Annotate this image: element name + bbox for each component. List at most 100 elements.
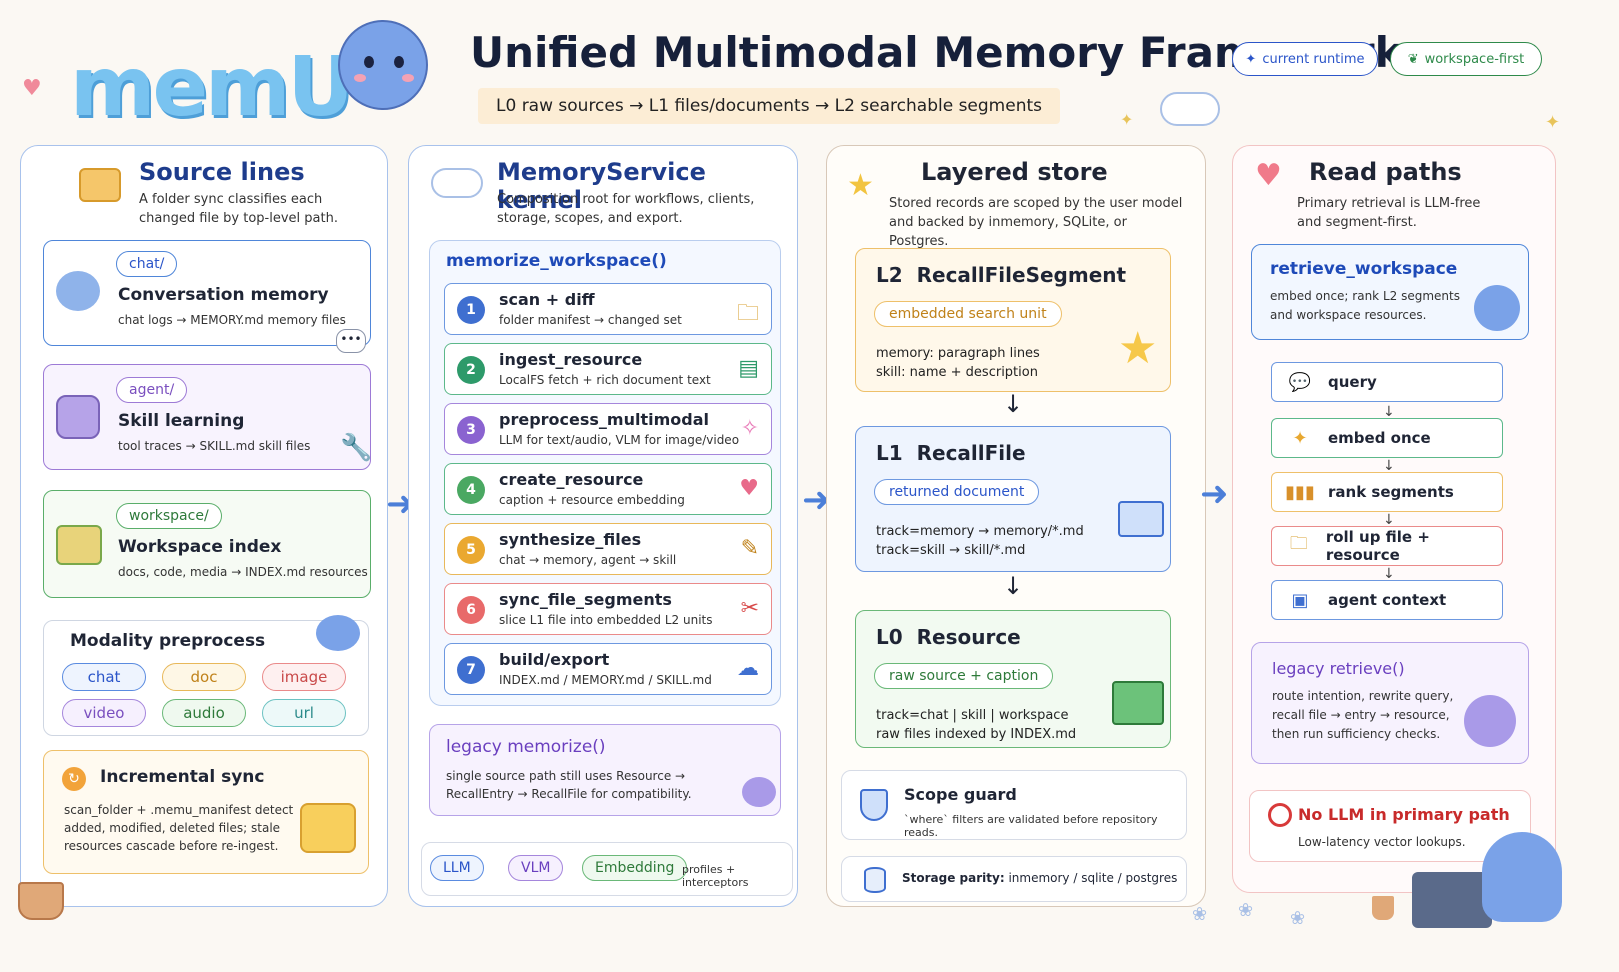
- folder-icon: [79, 168, 121, 202]
- step-name: build/export: [499, 650, 610, 669]
- read-step-embed: ✦ embed once: [1271, 418, 1503, 458]
- workflow-step-7: 7 build/export INDEX.md / MEMORY.md / SK…: [444, 643, 772, 695]
- leaf-icon: ❦: [1407, 51, 1419, 67]
- workflow-title: memorize_workspace(): [446, 251, 667, 271]
- legacy-retrieve-title: legacy retrieve(): [1272, 659, 1405, 678]
- cat-heart-icon: [1464, 695, 1516, 747]
- sparkle-icon: ✦: [1120, 110, 1134, 129]
- layer-l2: L2 RecallFileSegment embedded search uni…: [855, 248, 1171, 392]
- retrieve-desc: embed once; rank L2 segments and workspa…: [1270, 289, 1460, 322]
- source-card-title: Workspace index: [118, 537, 282, 557]
- step-desc: INDEX.md / MEMORY.md / SKILL.md: [499, 673, 712, 687]
- section-subtitle: A folder sync classifies each changed fi…: [139, 192, 338, 226]
- source-card-title: Conversation memory: [118, 285, 329, 305]
- read-step-rollup: 🗀 roll up file + resource: [1271, 526, 1503, 566]
- scissors-icon: ✂: [740, 596, 759, 621]
- paw-print-icon: ❀: [1238, 900, 1254, 921]
- page-subtitle: L0 raw sources → L1 files/documents → L2…: [478, 88, 1060, 124]
- layer-title: L1 RecallFile: [876, 441, 1026, 465]
- cat-magnifier-icon: [1474, 285, 1520, 331]
- sparkle-icon: ✦: [1245, 51, 1257, 67]
- source-card-chat: chat/ Conversation memory chat logs → ME…: [43, 240, 371, 353]
- laptop-icon: [1412, 872, 1492, 928]
- sparkle-icon: ✧: [740, 416, 759, 441]
- book-icon: [1118, 501, 1164, 537]
- down-arrow-icon: ↓: [1383, 404, 1395, 420]
- workflow-step-6: 6 sync_file_segments slice L1 file into …: [444, 583, 772, 635]
- logo: memU: [70, 40, 354, 135]
- source-tag: chat/: [116, 251, 178, 277]
- section-title: Source lines: [139, 158, 305, 186]
- read-paths-panel: ♥ Read paths Primary retrieval is LLM-fr…: [1232, 145, 1556, 893]
- down-arrow-icon: ↓: [1003, 572, 1024, 600]
- modality-chip-doc: doc: [162, 663, 246, 691]
- step-desc: slice L1 file into embedded L2 units: [499, 613, 713, 627]
- scope-guard-card: Scope guard `where` filters are validate…: [841, 770, 1187, 840]
- step-number: 3: [457, 416, 485, 444]
- workflow-step-1: 1 scan + diff folder manifest → changed …: [444, 283, 772, 335]
- modality-chip-image: image: [262, 663, 346, 691]
- robot-icon: ▣: [1291, 589, 1309, 611]
- cat-peek-icon: [316, 615, 360, 651]
- modality-chip-url: url: [262, 699, 346, 727]
- cat-mascot-icon: [1482, 832, 1562, 922]
- badge-current-runtime: ✦current runtime: [1232, 42, 1378, 76]
- step-number: 5: [457, 536, 485, 564]
- step-name: preprocess_multimodal: [499, 410, 709, 429]
- workflow-step-4: 4 create_resource caption + resource emb…: [444, 463, 772, 515]
- layer-desc: track=chat | skill | workspace raw files…: [876, 708, 1077, 742]
- source-card-desc: tool traces → SKILL.md skill files: [118, 439, 311, 453]
- read-step-label: embed once: [1328, 429, 1431, 447]
- step-desc: caption + resource embedding: [499, 493, 685, 507]
- plant-pot-icon: [1372, 896, 1394, 920]
- layer-desc: track=memory → memory/*.md track=skill →…: [876, 524, 1084, 558]
- read-step-agent-context: ▣ agent context: [1271, 580, 1503, 620]
- modality-chip-audio: audio: [162, 699, 246, 727]
- layer-l0: L0 Resource raw source + caption track=c…: [855, 610, 1171, 748]
- incremental-desc: scan_folder + .memu_manifest detect adde…: [64, 803, 294, 853]
- layer-desc: memory: paragraph lines skill: name + de…: [876, 346, 1040, 380]
- workflow-step-3: 3 preprocess_multimodal LLM for text/aud…: [444, 403, 772, 455]
- workflow-step-2: 2 ingest_resource LocalFS fetch + rich d…: [444, 343, 772, 395]
- legacy-retrieve-card: legacy retrieve() route intention, rewri…: [1251, 642, 1529, 764]
- folder-mascot-icon: [300, 803, 356, 853]
- source-lines-panel: Source lines A folder sync classifies ea…: [20, 145, 388, 907]
- profile-chip-llm: LLM: [430, 855, 484, 881]
- badge-workspace-first: ❦workspace-first: [1390, 42, 1542, 76]
- step-number: 1: [457, 296, 485, 324]
- archive-box-icon: [1112, 681, 1164, 725]
- step-name: create_resource: [499, 470, 644, 489]
- legacy-title: legacy memorize(): [446, 737, 606, 757]
- cat-heart-icon: ♥: [739, 476, 759, 501]
- no-llm-card: No LLM in primary path Low-latency vecto…: [1249, 790, 1531, 862]
- storage-parity-text: Storage parity: inmemory / sqlite / post…: [902, 871, 1178, 885]
- cloud-icon: [1160, 92, 1220, 126]
- shield-icon: [860, 789, 888, 821]
- legacy-retrieve-desc: route intention, rewrite query, recall f…: [1272, 689, 1454, 741]
- step-desc: chat → memory, agent → skill: [499, 553, 677, 567]
- sparkle-icon: ✦: [1545, 112, 1561, 133]
- flow-arrow-icon: ➜: [802, 480, 831, 520]
- heart-icon: ♥: [1255, 158, 1282, 193]
- star-icon: ★: [847, 168, 874, 203]
- chat-mascot-icon: [56, 271, 100, 311]
- layer-title: L2 RecallFileSegment: [876, 263, 1127, 287]
- robot-icon: [56, 395, 100, 439]
- step-name: synthesize_files: [499, 530, 642, 549]
- section-title: Layered store: [921, 158, 1108, 186]
- folder-search-icon: 🗀: [736, 301, 759, 326]
- modality-preprocess-card: Modality preprocess chat doc image video…: [43, 615, 369, 736]
- folder-icon: 🗀: [1289, 533, 1308, 554]
- profile-chip-vlm: VLM: [508, 855, 564, 881]
- notebook-icon: ✎: [740, 536, 759, 561]
- prohibited-icon: [1268, 803, 1292, 827]
- legacy-desc: single source path still uses Resource →…: [446, 769, 692, 801]
- folder-plant-icon: [56, 525, 102, 565]
- step-name: scan + diff: [499, 290, 595, 309]
- layer-tag: raw source + caption: [874, 663, 1054, 689]
- sparkle-icon: ✦: [1292, 427, 1308, 449]
- heart-icon: ♥: [22, 76, 42, 101]
- read-step-label: query: [1328, 373, 1377, 391]
- source-tag: agent/: [116, 377, 188, 403]
- no-llm-title: No LLM in primary path: [1298, 805, 1510, 824]
